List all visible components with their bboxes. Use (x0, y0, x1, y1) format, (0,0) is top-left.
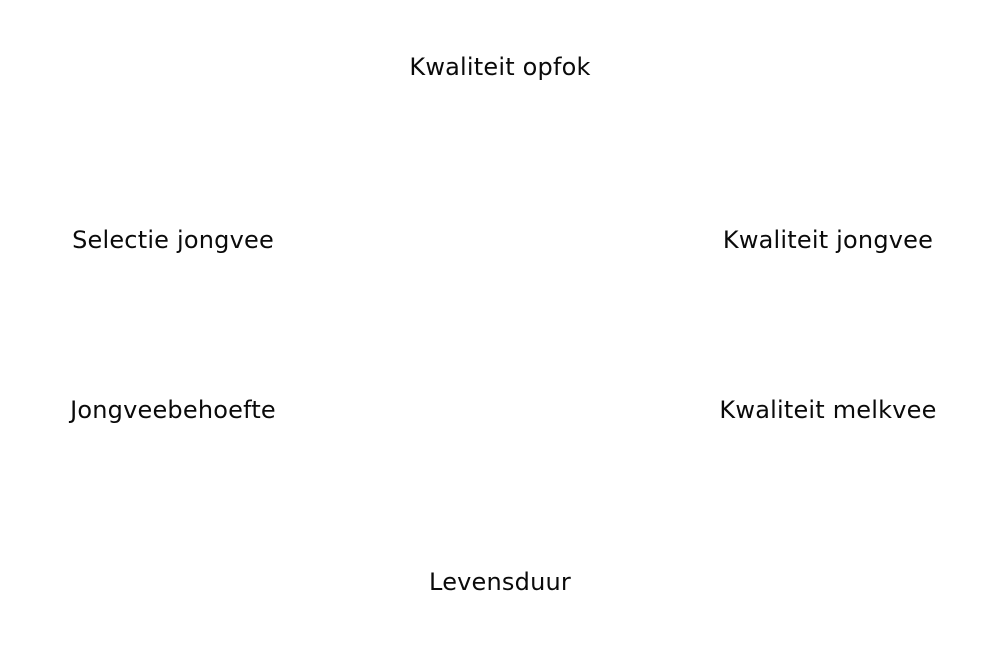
node-kwaliteit-opfok: Kwaliteit opfok (409, 53, 591, 81)
node-selectie-jongvee: Selectie jongvee (72, 226, 274, 254)
node-kwaliteit-melkvee: Kwaliteit melkvee (719, 396, 937, 424)
node-levensduur: Levensduur (429, 568, 571, 596)
node-jongveebehoefte: Jongveebehoefte (70, 396, 276, 424)
node-kwaliteit-jongvee: Kwaliteit jongvee (722, 226, 934, 254)
